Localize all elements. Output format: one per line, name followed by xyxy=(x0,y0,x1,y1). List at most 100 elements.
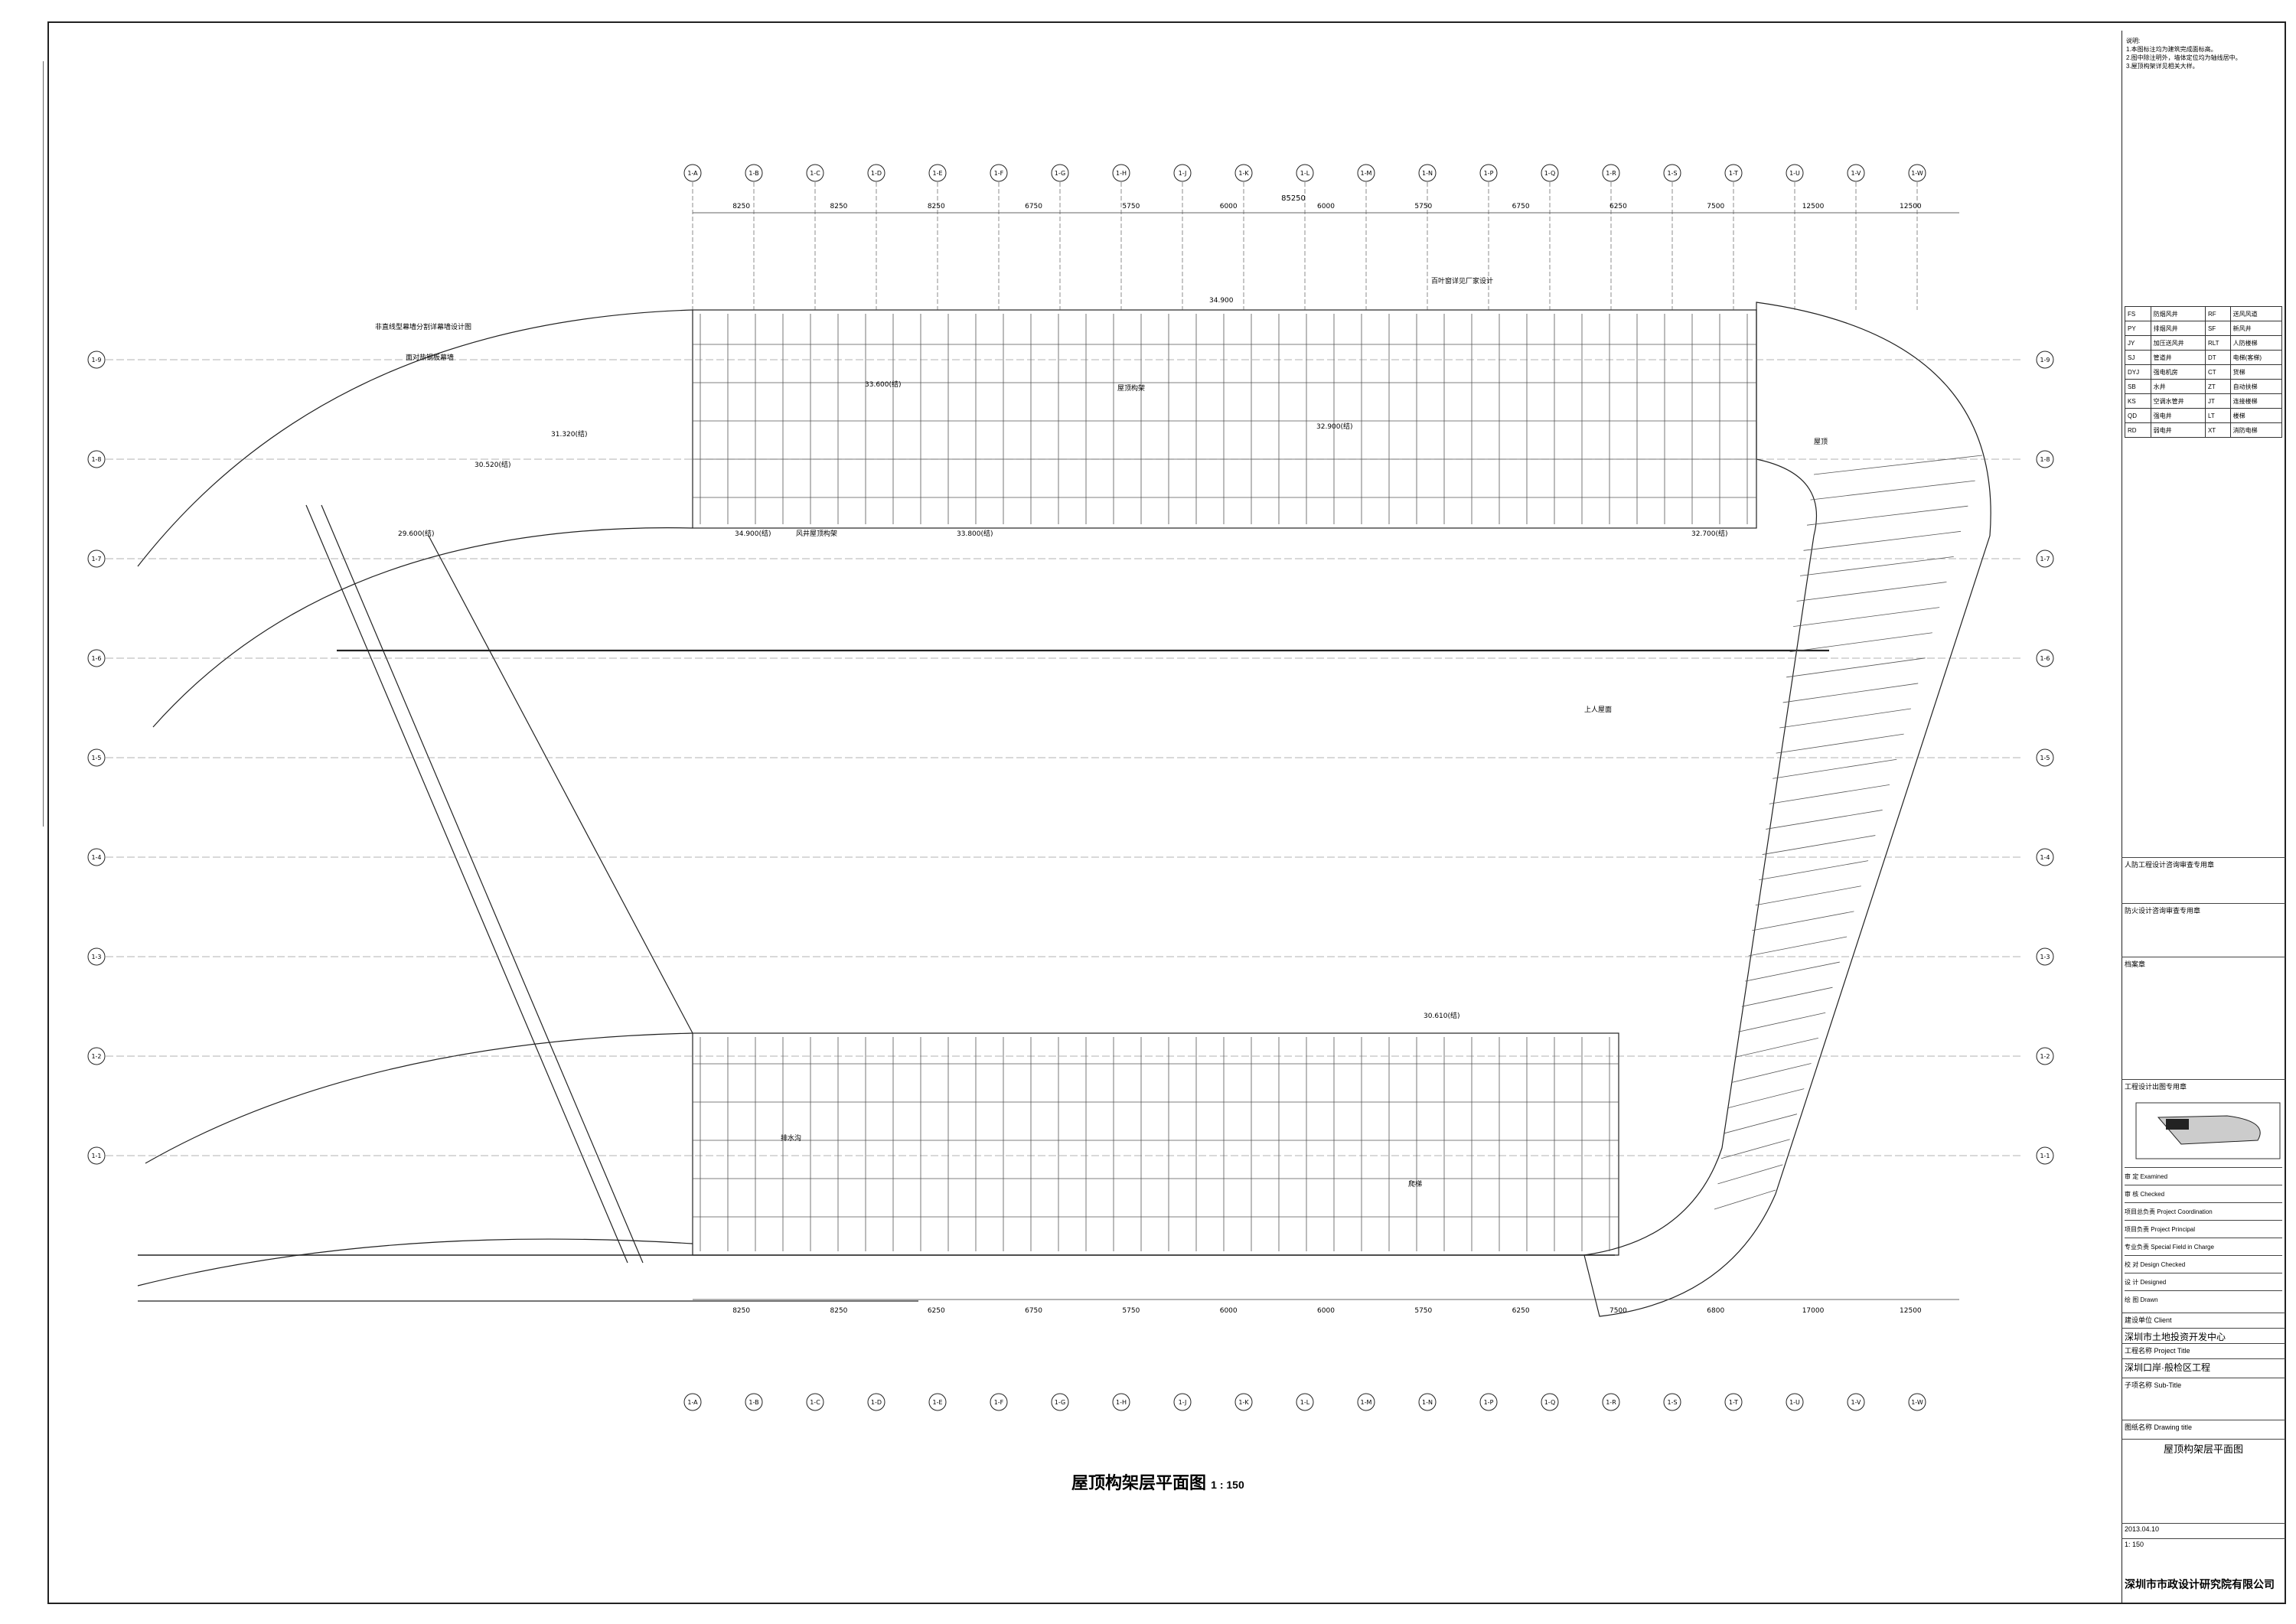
approval-row: 绘 图 Drawn xyxy=(2125,1290,2282,1308)
drawing-title-text: 屋顶构架层平面图 xyxy=(1071,1473,1207,1492)
note-line: 1.本图标注均为建筑完成面标高。 xyxy=(2126,46,2217,53)
axis-label: 1-5 xyxy=(91,755,101,761)
legend-cell: 连接楼梯 xyxy=(2229,393,2283,409)
general-notes: 说明: 1.本图标注均为建筑完成面标高。 2.图中除注明外，墙体定位均为轴线居中… xyxy=(2126,37,2279,70)
axis-marker: 1-R xyxy=(1602,1393,1620,1411)
level-tag: 32.900(结) xyxy=(1316,422,1353,431)
axis-marker: 1-Q xyxy=(1541,164,1559,310)
axis-label: 1-K xyxy=(1238,1399,1249,1406)
axis-marker: 1-J xyxy=(1173,164,1192,310)
drawing-scale: 1 : 150 xyxy=(1211,1479,1244,1491)
legend-cell: 管道井 xyxy=(2150,350,2206,365)
axis-marker: 1-D xyxy=(867,1393,885,1411)
axis-marker: 1-F xyxy=(990,164,1008,310)
dimension-label: 17000 xyxy=(1802,1307,1825,1315)
axis-marker: 1-H xyxy=(1112,164,1130,310)
axis-marker: 1-M xyxy=(1357,164,1375,310)
axis-marker: 1-6 xyxy=(2036,649,2054,667)
west-arc-outer xyxy=(137,309,693,567)
level-tag: 33.800(结) xyxy=(957,529,993,538)
axis-label: 1-5 xyxy=(2040,755,2050,761)
client-name: 深圳市土地投资开发中心 xyxy=(2122,1328,2285,1345)
approval-row: 专业负责 Special Field in Charge xyxy=(2125,1238,2282,1255)
level-tag: 32.700(结) xyxy=(1691,529,1728,538)
dimension-label: 8250 xyxy=(732,1307,750,1315)
legend-cell: PY xyxy=(2125,321,2151,336)
level-tag: 30.520(结) xyxy=(475,460,511,469)
legend-cell: DYJ xyxy=(2125,364,2151,380)
dimension-label: 8250 xyxy=(732,203,750,210)
dimension-label: 6800 xyxy=(1707,1307,1724,1315)
axis-label: 1-8 xyxy=(91,456,101,463)
legend-cell: RD xyxy=(2125,422,2151,438)
approval-label: 项目总负责 Project Coordination xyxy=(2125,1208,2213,1215)
axis-label: 1-3 xyxy=(2040,954,2050,960)
legend-cell: 楼梯 xyxy=(2229,408,2283,423)
level-tag: 30.610(结) xyxy=(1424,1011,1460,1020)
axis-label: 1-T xyxy=(1729,170,1738,177)
axis-marker: 1-8 xyxy=(2036,450,2054,468)
axis-marker: 1-9 xyxy=(87,351,2020,369)
company-name: 深圳市市政设计研究院有限公司 xyxy=(2125,1578,2275,1590)
stamp-row: 工程设计出图专用章 xyxy=(2122,1079,2285,1093)
dimension-label: 5750 xyxy=(1122,1307,1140,1315)
drawing-name: 屋顶构架层平面图 xyxy=(2122,1439,2285,1457)
legend-cell: 强电机房 xyxy=(2150,364,2206,380)
axis-marker: 1-3 xyxy=(87,947,2020,966)
axis-marker: 1-M xyxy=(1357,1393,1375,1411)
annotation-label: 面对热钢板幕墙 xyxy=(406,353,454,362)
legend-cell: FS xyxy=(2125,306,2151,321)
legend-cell: 水井 xyxy=(2150,379,2206,394)
dimension-label: 6250 xyxy=(928,1307,945,1315)
dimension-label: 6000 xyxy=(1220,1307,1238,1315)
axis-label: 1-F xyxy=(994,1399,1004,1406)
annotation-label: 上人屋面 xyxy=(1584,706,1612,714)
axis-marker: 1-W xyxy=(1908,1393,1926,1411)
axis-label: 1-E xyxy=(932,1399,942,1406)
axis-marker: 1-J xyxy=(1173,1393,1192,1411)
annotation-label: 爬梯 xyxy=(1408,1179,1422,1189)
axis-label: 1-M xyxy=(1361,1399,1372,1406)
legend-cell: 送风风道 xyxy=(2229,306,2283,321)
south-roof-block xyxy=(692,1032,1619,1256)
stamp-row: 防火设计咨询审查专用章 xyxy=(2122,903,2285,917)
west-lower-arc-2 xyxy=(137,1238,693,1286)
axis-marker: 1-A xyxy=(683,164,702,310)
dimension-label: 6000 xyxy=(1317,203,1335,210)
annotation-label: 风井屋顶构架 xyxy=(796,529,837,538)
axis-marker: 1-1 xyxy=(2036,1146,2054,1165)
axis-label: 1-C xyxy=(810,170,820,177)
dimension-label: 6750 xyxy=(1512,203,1530,210)
axis-label: 1-7 xyxy=(2040,556,2050,563)
legend-cell: DT xyxy=(2204,350,2231,365)
axis-marker: 1-K xyxy=(1234,164,1253,310)
dimension-label: 8250 xyxy=(830,1307,848,1315)
axis-label: 1-4 xyxy=(2040,854,2050,861)
legend-cell: 加压送风井 xyxy=(2150,335,2206,351)
axis-marker: 1-6 xyxy=(87,649,2020,667)
east-curved-wing xyxy=(1583,302,1991,1317)
axis-marker: 1-A xyxy=(683,1393,702,1411)
axis-marker: 1-R xyxy=(1602,164,1620,310)
approval-label: 绘 图 Drawn xyxy=(2125,1296,2158,1303)
axis-marker: 1-C xyxy=(806,1393,824,1411)
stamp-row: 档案章 xyxy=(2122,957,2285,970)
axis-label: 1-E xyxy=(932,170,942,177)
axis-marker: 1-B xyxy=(745,164,763,310)
note-line: 2.图中除注明外，墙体定位均为轴线居中。 xyxy=(2126,54,2242,61)
legend-cell: 强电井 xyxy=(2150,408,2206,423)
approval-row: 校 对 Design Checked xyxy=(2125,1255,2282,1273)
axis-marker: 1-4 xyxy=(87,848,2020,866)
annotation-label: 百叶窗详见厂家设计 xyxy=(1431,276,1493,285)
note-line: 3.屋顶构架详见相关大样。 xyxy=(2126,63,2199,70)
axis-marker: 1-V xyxy=(1847,164,1865,310)
axis-label: 1-6 xyxy=(91,655,101,662)
axis-label: 1-A xyxy=(687,170,698,177)
